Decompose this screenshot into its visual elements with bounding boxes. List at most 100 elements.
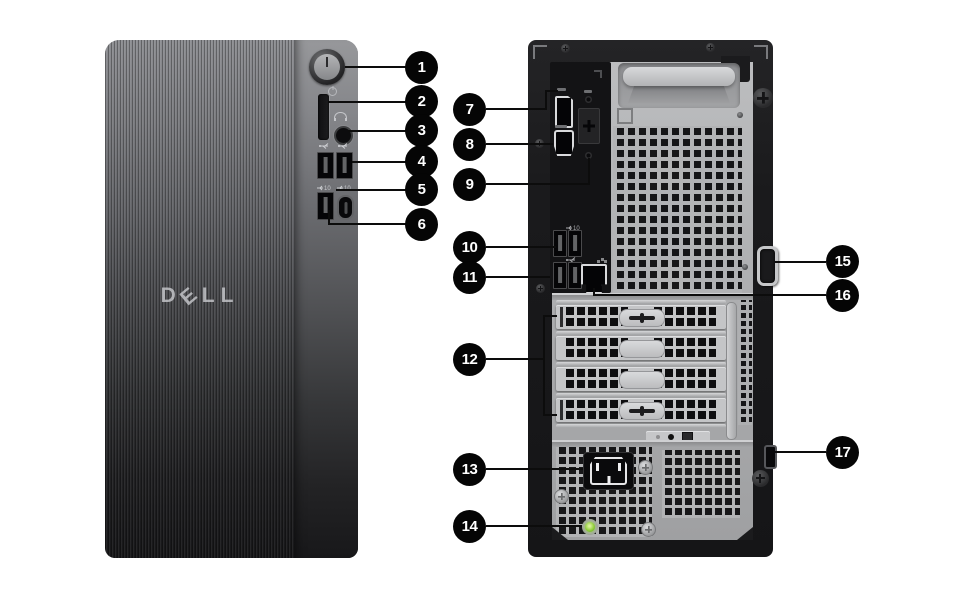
leader-line: [775, 261, 826, 263]
screw-hole: [585, 96, 592, 103]
front-usb-a-port: [336, 152, 353, 179]
rear-usb-a-port: [568, 230, 582, 257]
indicator-dot: [656, 435, 660, 439]
leader-line: [486, 183, 590, 185]
usb-10gbps-icon: 10: [317, 185, 331, 191]
hdmi-port: [554, 130, 574, 156]
callout-3: 3: [405, 114, 438, 147]
slot-rail: [556, 300, 726, 304]
sd-card-slot: [318, 94, 329, 140]
leader-line: [328, 101, 407, 103]
power-button: [309, 49, 345, 85]
svg-text:10: 10: [324, 186, 331, 191]
slot-handle: [619, 309, 665, 327]
screw: [561, 44, 570, 53]
carry-handle: [618, 63, 740, 108]
logo-letter: L: [220, 284, 240, 307]
network-icon: [597, 258, 607, 263]
leader-line: [543, 316, 545, 416]
optional-port-hole: [585, 152, 592, 159]
padlock-ring: [757, 246, 778, 286]
screw: [638, 460, 653, 475]
leader-line: [543, 414, 557, 416]
optional-port-plate: [578, 108, 600, 144]
panel-ridge: [552, 440, 753, 447]
rear-usb-a-port: [568, 262, 582, 289]
leader-line: [328, 210, 330, 225]
callout-6: 6: [405, 208, 438, 241]
leader-line: [588, 158, 590, 185]
callout-17: 17: [826, 436, 859, 469]
callout-11: 11: [453, 261, 486, 294]
thumbscrew: [753, 88, 773, 108]
power-icon: [314, 54, 340, 80]
headset-icon: [334, 112, 347, 121]
expansion-slot-cover: [556, 305, 726, 329]
leader-line: [336, 189, 407, 191]
expansion-slot-cover: [556, 336, 726, 360]
handle-bar: [623, 67, 735, 86]
front-tower: DELL 10 10: [105, 40, 358, 558]
psu-vent: [662, 450, 740, 518]
svg-text:10: 10: [344, 186, 351, 191]
logo-letter: D: [160, 284, 182, 307]
leader-line: [345, 66, 407, 68]
slot-handle: [619, 371, 665, 389]
latch-detail: [617, 108, 633, 124]
leader-line: [486, 108, 547, 110]
callout-9: 9: [453, 168, 486, 201]
screw-hole: [737, 112, 743, 118]
leader-line: [593, 288, 595, 296]
callout-14: 14: [453, 510, 486, 543]
rear-usb-a-port: [553, 230, 567, 257]
leader-line: [486, 468, 583, 470]
ac-power-inlet: [583, 452, 634, 490]
handle-shadow: [628, 86, 730, 103]
corner-mark: [594, 70, 602, 78]
screw: [641, 522, 656, 537]
callout-1: 1: [405, 51, 438, 84]
vent-grid: [613, 126, 742, 293]
corner-arrow-icon: [533, 45, 547, 59]
usb-icon: [319, 143, 329, 149]
leader-line: [352, 161, 407, 163]
callout-13: 13: [453, 453, 486, 486]
hdmi-label: [555, 125, 567, 128]
dell-logo: DELL: [105, 280, 295, 310]
callout-2: 2: [405, 85, 438, 118]
slot-latch-bar: [726, 302, 737, 440]
leader-line: [486, 358, 545, 360]
back-tower: 10: [528, 40, 778, 557]
callout-12: 12: [453, 343, 486, 376]
leader-line: [486, 276, 550, 278]
logo-letter: L: [201, 284, 221, 307]
expansion-slot-cover: [556, 398, 726, 422]
screw-hole: [742, 264, 748, 270]
screw: [706, 43, 715, 52]
leader-line: [486, 143, 553, 145]
leader-line: [545, 91, 547, 110]
slot-rail: [556, 362, 726, 366]
callout-10: 10: [453, 231, 486, 264]
slot-rail: [556, 424, 726, 428]
corner-arrow-icon: [754, 45, 768, 59]
expansion-slot-cover: [556, 367, 726, 391]
power-indicator-icon: [328, 87, 337, 96]
front-usb-c-port: [337, 195, 354, 220]
callout-4: 4: [405, 145, 438, 178]
front-usb-a-port: [317, 152, 334, 179]
leader-line: [486, 246, 556, 248]
svg-text:10: 10: [573, 226, 580, 231]
leader-line: [593, 294, 826, 296]
leader-line: [545, 90, 558, 92]
indicator-dot: [668, 434, 674, 440]
callout-15: 15: [826, 245, 859, 278]
callout-5: 5: [405, 173, 438, 206]
leader-line: [543, 315, 557, 317]
front-texture: [105, 40, 295, 558]
usb-icon: [338, 143, 348, 149]
displayport: [555, 96, 573, 128]
rear-usb-a-port: [553, 262, 567, 289]
leader-line: [328, 223, 407, 225]
